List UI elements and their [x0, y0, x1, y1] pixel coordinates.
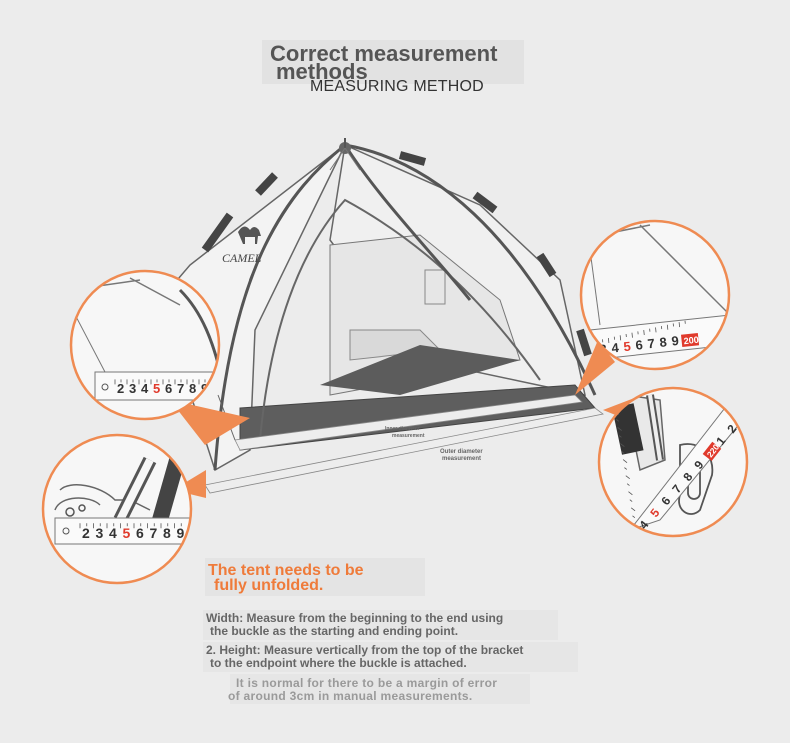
ruler-number: 3 — [96, 525, 104, 541]
ruler-number: 8 — [189, 381, 196, 396]
ruler-number: 9 — [177, 525, 185, 541]
ruler-tick — [616, 419, 620, 422]
ruler-tick — [622, 459, 628, 463]
camel-logo-icon — [238, 226, 261, 244]
ruler-number: 8 — [659, 334, 668, 350]
ruler-tick — [631, 332, 633, 338]
ruler-tick — [617, 427, 622, 431]
ruler-tick — [630, 507, 636, 512]
svg-text:measurement: measurement — [392, 433, 425, 439]
ruler-tick — [666, 324, 669, 330]
ruler-tick — [607, 337, 610, 344]
svg-text:measurement: measurement — [442, 456, 481, 462]
ruler-tick — [632, 515, 636, 518]
ruler-number: 5 — [123, 525, 131, 541]
error-margin-note: It is normal for there to be a margin of… — [228, 676, 498, 703]
ruler-number: 200 — [683, 335, 699, 347]
ruler-marker — [702, 441, 722, 462]
ruler-number: 8 — [163, 525, 171, 541]
tent: CAMEL Inner diameter measurement Outer d… — [159, 138, 604, 494]
ruler-tick — [628, 491, 633, 496]
height-instruction: 2. Height: Measure vertically from the t… — [206, 643, 524, 670]
ruler-tick — [610, 388, 614, 390]
buckle-hole-icon — [101, 383, 109, 391]
pointer-right-upper — [575, 340, 615, 395]
ruler-tick — [613, 403, 617, 406]
ruler-tick — [624, 467, 628, 470]
ruler-number: 5 — [623, 339, 632, 355]
ruler-number: 2 — [117, 381, 124, 396]
ruler-tick — [621, 451, 625, 454]
inner-tape — [234, 394, 583, 451]
ruler-tick — [619, 335, 622, 341]
ruler-tick — [655, 327, 657, 333]
ruler-number: 6 — [136, 525, 144, 541]
ruler-tick — [608, 371, 610, 373]
warning-text: The tent needs to be fully unfolded. — [208, 562, 364, 594]
ruler-number: 7 — [647, 336, 656, 352]
outer-diameter-label: Outer diameter — [440, 449, 483, 455]
page-title-line2: methods — [276, 59, 368, 84]
width-instruction: Width: Measure from the beginning to the… — [206, 611, 504, 638]
pointer-left-upper — [170, 400, 250, 445]
ruler-tick — [625, 475, 630, 480]
ruler-number: 2 — [82, 525, 90, 541]
buckle-hole-icon — [62, 527, 70, 535]
ruler-number: 6 — [165, 381, 172, 396]
title-background — [262, 40, 524, 84]
ruler-marker — [680, 332, 700, 347]
ruler-number: 5 — [153, 381, 160, 396]
ruler-number: 9 — [671, 333, 680, 349]
page-title: Correct measurement — [270, 41, 498, 66]
ruler-number: 4 — [611, 340, 621, 356]
zoom-right-upper: 3456789200 — [579, 219, 731, 371]
ruler-number: 4 — [109, 525, 117, 541]
ruler-number: 6 — [635, 337, 644, 353]
ruler-tick — [626, 483, 630, 486]
inner-diameter-label: Inner diameter — [385, 426, 420, 432]
page-subtitle: MEASURING METHOD — [310, 78, 484, 95]
ruler-tick — [618, 435, 622, 438]
ruler-number: 7 — [150, 525, 158, 541]
brand-label: CAMEL — [222, 251, 262, 265]
ruler-number: 7 — [177, 381, 184, 396]
ruler-tick — [620, 443, 625, 447]
ruler-number: 3 — [129, 381, 136, 396]
ruler-tick — [643, 330, 645, 336]
ruler-number: 3 — [735, 410, 750, 424]
ruler-tick — [612, 395, 617, 399]
ruler-tick — [629, 499, 633, 502]
outer-tape — [204, 407, 604, 494]
ruler-number: 4 — [141, 381, 149, 396]
ruler-tick — [678, 322, 681, 328]
ruler-tick — [610, 379, 614, 382]
